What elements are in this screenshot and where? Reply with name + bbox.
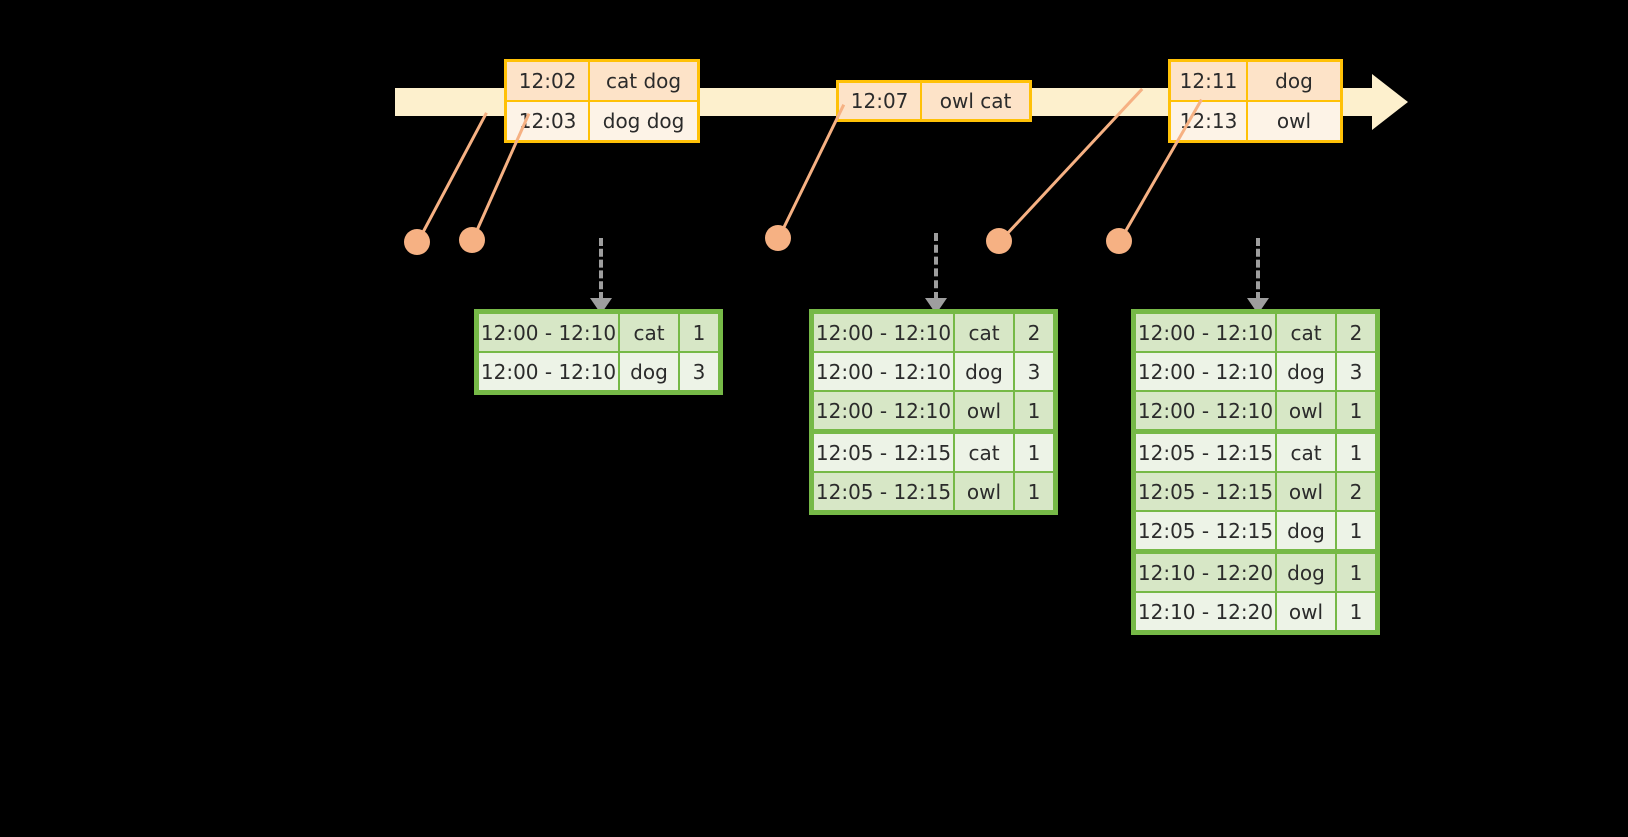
table-row[interactable]: 12:05 - 12:15 dog 1 [1135, 511, 1376, 550]
cell-key: dog [955, 353, 1013, 390]
result-table-2[interactable]: 12:00 - 12:10 cat 2 12:00 - 12:10 dog 3 … [809, 309, 1058, 515]
connector-dot-2 [459, 227, 485, 253]
event-group-2[interactable]: 12:07 owl cat [836, 80, 1032, 122]
cell-key: owl [1277, 392, 1335, 429]
table-row[interactable]: 12:00 - 12:10 cat 1 [478, 313, 719, 352]
emit-arrow-shaft [934, 233, 938, 300]
connector-dot-3 [765, 225, 791, 251]
cell-key: cat [955, 434, 1013, 471]
event-time: 12:02 [507, 62, 591, 100]
cell-window: 12:00 - 12:10 [814, 392, 953, 429]
event-time: 12:11 [1171, 62, 1248, 100]
cell-count: 1 [1337, 392, 1375, 429]
connector-dot-4 [986, 228, 1012, 254]
connector-line-5 [1117, 98, 1203, 244]
emit-arrow-3 [1247, 238, 1269, 314]
table-row[interactable]: 12:05 - 12:15 cat 1 [813, 430, 1054, 472]
cell-key: cat [620, 314, 678, 351]
emit-arrow-shaft [599, 238, 603, 300]
table-row[interactable]: 12:00 - 12:10 owl 1 [813, 391, 1054, 430]
cell-count: 3 [680, 353, 718, 390]
result-table-3[interactable]: 12:00 - 12:10 cat 2 12:00 - 12:10 dog 3 … [1131, 309, 1380, 635]
cell-window: 12:10 - 12:20 [1136, 593, 1275, 630]
cell-key: owl [955, 392, 1013, 429]
timeline-arrow-head-icon [1372, 74, 1408, 130]
event-row[interactable]: 12:07 owl cat [839, 83, 1029, 119]
cell-count: 2 [1337, 473, 1375, 510]
connector-line-3 [776, 104, 846, 241]
cell-window: 12:00 - 12:10 [479, 314, 618, 351]
cell-key: dog [1277, 554, 1335, 591]
cell-count: 2 [1015, 314, 1053, 351]
emit-arrow-2 [925, 233, 947, 314]
event-value: owl [1248, 102, 1340, 140]
table-row[interactable]: 12:05 - 12:15 owl 1 [813, 472, 1054, 511]
event-value: owl cat [922, 83, 1029, 119]
cell-count: 3 [1015, 353, 1053, 390]
cell-window: 12:05 - 12:15 [1136, 434, 1275, 471]
cell-count: 1 [1337, 512, 1375, 549]
cell-count: 1 [1015, 473, 1053, 510]
table-row[interactable]: 12:00 - 12:10 dog 3 [1135, 352, 1376, 391]
cell-count: 1 [1337, 593, 1375, 630]
event-row[interactable]: 12:13 owl [1171, 100, 1340, 140]
event-row[interactable]: 12:11 dog [1171, 62, 1340, 100]
cell-window: 12:00 - 12:10 [814, 314, 953, 351]
connector-dot-5 [1106, 228, 1132, 254]
event-value: dog [1248, 62, 1340, 100]
cell-key: dog [620, 353, 678, 390]
table-row[interactable]: 12:00 - 12:10 cat 2 [813, 313, 1054, 352]
cell-count: 3 [1337, 353, 1375, 390]
event-time: 12:03 [507, 102, 591, 140]
cell-count: 1 [1015, 434, 1053, 471]
connector-line-2 [470, 112, 531, 243]
table-row[interactable]: 12:00 - 12:10 dog 3 [813, 352, 1054, 391]
table-row[interactable]: 12:05 - 12:15 owl 2 [1135, 472, 1376, 511]
cell-window: 12:05 - 12:15 [814, 434, 953, 471]
cell-window: 12:10 - 12:20 [1136, 554, 1275, 591]
cell-window: 12:00 - 12:10 [1136, 353, 1275, 390]
event-time: 12:07 [839, 83, 923, 119]
cell-key: cat [1277, 434, 1335, 471]
cell-key: cat [955, 314, 1013, 351]
event-group-3[interactable]: 12:11 dog 12:13 owl [1168, 59, 1343, 143]
cell-key: dog [1277, 353, 1335, 390]
event-value: dog dog [590, 102, 697, 140]
cell-count: 1 [1337, 434, 1375, 471]
table-row[interactable]: 12:10 - 12:20 owl 1 [1135, 592, 1376, 631]
result-table-1[interactable]: 12:00 - 12:10 cat 1 12:00 - 12:10 dog 3 [474, 309, 723, 395]
cell-key: dog [1277, 512, 1335, 549]
table-row[interactable]: 12:00 - 12:10 owl 1 [1135, 391, 1376, 430]
emit-arrow-1 [590, 238, 612, 314]
event-value: cat dog [590, 62, 697, 100]
cell-key: owl [1277, 473, 1335, 510]
cell-window: 12:05 - 12:15 [814, 473, 953, 510]
cell-window: 12:00 - 12:10 [814, 353, 953, 390]
cell-count: 1 [680, 314, 718, 351]
event-group-1[interactable]: 12:02 cat dog 12:03 dog dog [504, 59, 700, 143]
cell-count: 1 [1337, 554, 1375, 591]
cell-count: 1 [1015, 392, 1053, 429]
table-row[interactable]: 12:00 - 12:10 dog 3 [478, 352, 719, 391]
emit-arrow-shaft [1256, 238, 1260, 300]
cell-window: 12:05 - 12:15 [1136, 512, 1275, 549]
table-row[interactable]: 12:05 - 12:15 cat 1 [1135, 430, 1376, 472]
event-row[interactable]: 12:03 dog dog [507, 100, 697, 140]
cell-window: 12:00 - 12:10 [1136, 392, 1275, 429]
cell-key: owl [1277, 593, 1335, 630]
cell-count: 2 [1337, 314, 1375, 351]
connector-dot-1 [404, 229, 430, 255]
event-row[interactable]: 12:02 cat dog [507, 62, 697, 100]
table-row[interactable]: 12:10 - 12:20 dog 1 [1135, 550, 1376, 592]
cell-window: 12:05 - 12:15 [1136, 473, 1275, 510]
table-row[interactable]: 12:00 - 12:10 cat 2 [1135, 313, 1376, 352]
cell-key: cat [1277, 314, 1335, 351]
cell-window: 12:00 - 12:10 [479, 353, 618, 390]
cell-window: 12:00 - 12:10 [1136, 314, 1275, 351]
cell-key: owl [955, 473, 1013, 510]
